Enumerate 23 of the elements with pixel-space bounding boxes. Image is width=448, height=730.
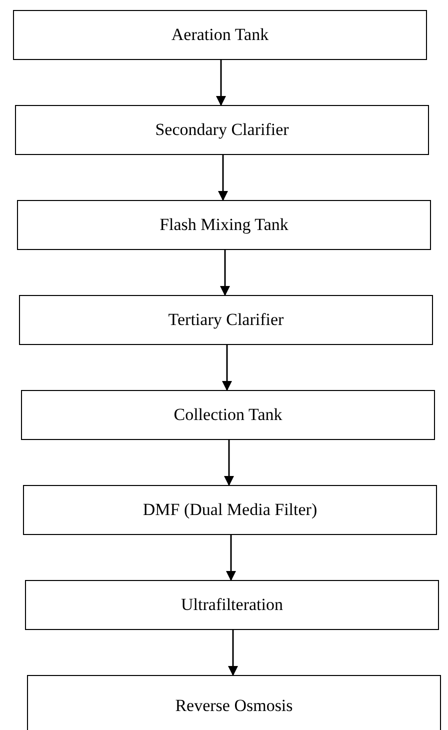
arrow — [220, 250, 230, 296]
process-box — [13, 10, 427, 60]
process-label: Flash Mixing Tank — [160, 215, 288, 235]
process-label: Ultrafilteration — [181, 595, 283, 615]
process-box — [27, 675, 441, 730]
process-box — [23, 485, 437, 535]
arrow — [216, 60, 226, 106]
process-box — [25, 580, 439, 630]
process-box — [21, 390, 435, 440]
process-label: Reverse Osmosis — [175, 696, 293, 716]
process-box — [15, 105, 429, 155]
process-label: Aeration Tank — [171, 25, 269, 45]
process-label: Secondary Clarifier — [155, 120, 289, 140]
process-box — [17, 200, 431, 250]
arrow — [226, 535, 236, 581]
arrow — [222, 345, 232, 391]
process-box — [19, 295, 433, 345]
process-label: DMF (Dual Media Filter) — [142, 500, 318, 520]
process-label: Collection Tank — [174, 405, 282, 425]
process-label: Tertiary Clarifier — [168, 310, 284, 330]
arrow — [228, 630, 238, 676]
arrow — [224, 440, 234, 486]
arrow — [218, 155, 228, 201]
